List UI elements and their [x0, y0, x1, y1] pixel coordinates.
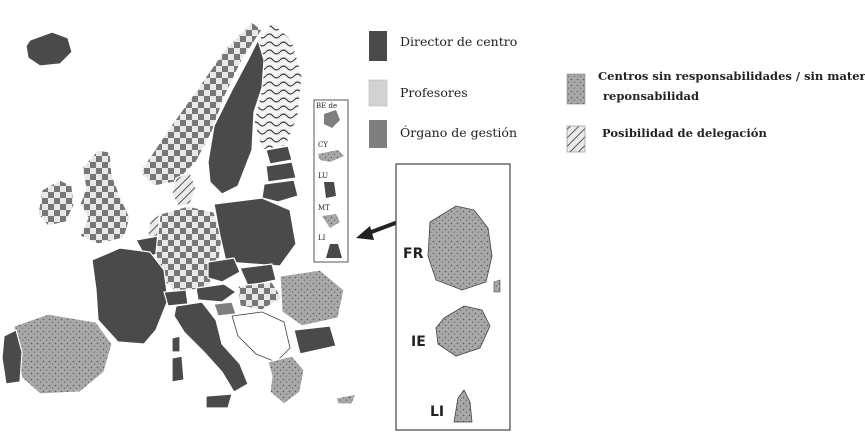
sardinia-shape [171, 355, 185, 383]
legend-left: Director de centro Profesores Órgano de … [368, 31, 517, 148]
sicily-shape [205, 393, 233, 409]
europe-map [1, 21, 357, 409]
latvia-shape [265, 161, 297, 183]
legend-label-director: Director de centro [400, 34, 517, 49]
iceland-shape [25, 31, 73, 67]
balkans-shape [231, 311, 291, 363]
portugal-shape [1, 329, 23, 385]
legend-label-sin-resp-1: Centros sin responsabilidades / sin mate… [598, 69, 865, 83]
estonia-shape [265, 145, 293, 165]
inset-corsica-shape [493, 279, 501, 293]
poland-shape [213, 197, 297, 267]
legend-label-delegacion: Posibilidad de delegación [602, 126, 767, 140]
ireland-shape [37, 179, 75, 227]
switzerland-shape [163, 289, 189, 307]
legend-right: Centros sin responsabilidades / sin mate… [566, 69, 865, 153]
cy-shape [318, 150, 344, 162]
cyprus-shape [335, 393, 357, 405]
uk-shape [79, 149, 131, 245]
legend-swatch-sin-resp [566, 73, 586, 105]
corsica-shape [171, 335, 181, 353]
legend-swatch-delegacion [566, 125, 586, 153]
inset-ireland-shape [435, 305, 491, 357]
legend-swatch-director [369, 31, 387, 61]
small-label-mt: MT [318, 204, 330, 212]
legend-label-profesores: Profesores [400, 85, 468, 100]
inset-label-ie: IE [411, 334, 426, 350]
small-label-be: BE de [316, 102, 337, 110]
hungary-shape [237, 281, 283, 311]
arrow [356, 220, 399, 240]
legend-label-organo: Órgano de gestión [400, 124, 517, 140]
romania-shape [279, 269, 345, 327]
spain-shape [13, 313, 113, 395]
inset-li-shape [453, 389, 473, 423]
legend-label-sin-resp-2: reponsabilidad [603, 89, 699, 103]
be-de-shape [324, 110, 340, 128]
legend-swatch-profesores [368, 79, 388, 107]
mt-shape [322, 214, 340, 228]
small-label-li: LI [318, 234, 326, 242]
inset-label-li: LI [430, 404, 444, 420]
austria-shape [195, 283, 237, 303]
small-countries-box: BE de CY LU MT LI [313, 99, 349, 263]
inset-label-fr: FR [403, 246, 424, 262]
greece-shape [267, 355, 305, 405]
inset-france-shape [427, 205, 493, 291]
bulgaria-shape [293, 325, 337, 355]
inset-box: FR IE LI [395, 163, 511, 431]
slovenia-shape [213, 301, 237, 317]
czech-shape [207, 257, 241, 283]
italy-shape [173, 301, 249, 393]
lithuania-shape [261, 179, 299, 203]
lu-shape [324, 182, 336, 198]
slovakia-shape [239, 263, 277, 287]
small-label-cy: CY [318, 141, 328, 149]
denmark-shape [171, 171, 197, 207]
small-label-lu: LU [318, 172, 328, 180]
li-shape [326, 244, 342, 258]
legend-swatch-organo [369, 120, 387, 148]
france-shape [91, 247, 169, 345]
